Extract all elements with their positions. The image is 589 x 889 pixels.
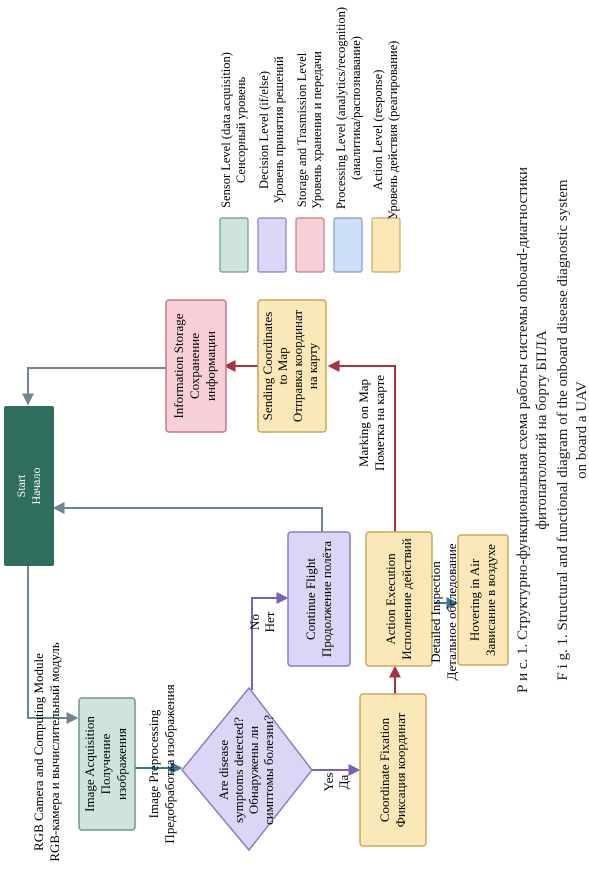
sending-line-2: Отправка координат — [290, 310, 305, 423]
decision-line-2: Обнаружены ли — [246, 726, 261, 814]
arrow-start-to-acquisition — [27, 566, 79, 724]
legend-swatch-storage — [295, 217, 325, 273]
coord-line-0: Coordinate Fixation — [377, 717, 392, 822]
caption-english: F i g. 1. Structural and functional diag… — [555, 179, 589, 680]
no-line-0: No — [247, 614, 262, 630]
legend-processing-line-1: (аналитика/распознавание) — [349, 36, 363, 180]
image-preprocessing-label: Image Preprocessing Предобработка изобра… — [146, 684, 177, 843]
legend-storage-line-0: Storage and Trasmission Level — [295, 52, 309, 207]
hovering-node: Hovering in Air Зависание в воздухе — [457, 534, 509, 666]
legend-processing-line-0: Processing Level (analytics/recognition) — [334, 7, 348, 209]
hover-line-1: Зависание в воздухе — [483, 544, 498, 656]
sending-coordinates-node: Sending Coordinates to Map Отправка коор… — [257, 299, 327, 433]
rgb-line-0: RGB Camera and Computing Module — [31, 653, 46, 851]
yes-label: Yes Да — [321, 773, 351, 792]
yes-line-1: Да — [336, 774, 351, 789]
arrow-continue-to-start — [52, 502, 323, 532]
continue-line-0: Continue Flight — [303, 558, 318, 640]
arrow-action-to-sending — [327, 360, 396, 532]
legend: Sensor Level (data acquisition) Сенсорны… — [219, 7, 401, 273]
acq-line-1: Получение — [98, 733, 113, 794]
arrow-decision-to-continue — [251, 592, 289, 690]
detailed-inspection-label: Detailed Inspection Детальное обследован… — [428, 543, 459, 680]
connectors — [22, 360, 459, 776]
legend-action-line-1: Уровень действия (реагирование) — [386, 41, 400, 220]
start-node: Start Начало — [4, 406, 54, 566]
sending-line-3: на карту — [305, 342, 320, 389]
arrow-storage-to-start — [22, 367, 166, 406]
legend-sensor-line-1: Сенсорный уровень — [234, 77, 248, 183]
legend-item-sensor: Sensor Level (data acquisition) Сенсорны… — [219, 52, 249, 273]
image-acquisition-node: Image Acquisition Получение изображения — [78, 697, 136, 831]
legend-item-decision: Decision Level (if/else) Уровень приняти… — [257, 56, 287, 273]
legend-sensor-line-0: Sensor Level (data acquisition) — [219, 52, 233, 208]
hover-line-0: Hovering in Air — [467, 558, 482, 641]
legend-swatch-processing — [333, 217, 363, 273]
caption-russian: Р и с. 1. Структурно-функциональная схем… — [515, 167, 550, 693]
continue-line-1: Продолжение полёта — [319, 541, 334, 657]
inspect-line-1: Детальное обследование — [444, 543, 459, 680]
decision-line-0: Are disease — [216, 740, 231, 801]
coordinate-fixation-node: Coordinate Fixation Фиксация координат — [359, 693, 427, 847]
rgb-module-label: RGB Camera and Computing Module RGB-каме… — [31, 642, 62, 861]
legend-item-processing: Processing Level (analytics/recognition)… — [333, 7, 363, 273]
caption-ru-line-0: Р и с. 1. Структурно-функциональная схем… — [515, 167, 531, 693]
legend-action-line-0: Action Level (response) — [371, 70, 385, 191]
legend-swatch-decision — [257, 217, 287, 273]
legend-item-storage: Storage and Trasmission Level Уровень хр… — [295, 51, 325, 273]
marking-on-map-label: Marking on Map Пометка на карте — [356, 375, 387, 471]
action-line-0: Action Execution — [383, 553, 398, 645]
storage-line-0: Information Storage — [171, 313, 186, 418]
legend-storage-line-1: Уровень хранения и передачи — [310, 51, 324, 209]
caption-en-line-0: F i g. 1. Structural and functional diag… — [555, 179, 571, 680]
marking-line-0: Marking on Map — [356, 379, 371, 467]
legend-decision-line-0: Decision Level (if/else) — [257, 71, 271, 189]
action-line-1: Исполнение действий — [399, 538, 414, 659]
yes-line-0: Yes — [321, 773, 336, 792]
acq-line-2: изображения — [114, 728, 129, 800]
inspect-line-0: Detailed Inspection — [428, 561, 443, 663]
legend-swatch-sensor — [219, 217, 249, 273]
decision-node: Are disease symptoms detected? Обнаружен… — [181, 686, 313, 852]
information-storage-node: Information Storage Сохранение информаци… — [165, 299, 227, 433]
sending-line-0: Sending Coordinates — [260, 312, 275, 421]
prep-line-1: Предобработка изображения — [162, 684, 177, 843]
storage-line-1: Сохранение — [187, 333, 202, 399]
acq-line-0: Image Acquisition — [82, 716, 97, 812]
decision-line-3: симптомы болезни? — [261, 715, 276, 825]
start-line-0: Start — [14, 474, 28, 497]
legend-swatch-action — [371, 217, 401, 273]
start-line-1: Начало — [29, 468, 43, 505]
no-label: No Нет — [247, 611, 277, 632]
coord-line-1: Фиксация координат — [393, 712, 408, 827]
continue-flight-node: Continue Flight Продолжение полёта — [287, 531, 351, 667]
caption-en-line-1: on board a UAV — [574, 381, 589, 479]
caption-ru-line-1: фитопатологий на борту БПЛА — [534, 330, 550, 530]
storage-line-2: информации — [203, 331, 218, 401]
sending-line-1: to Map — [275, 347, 290, 384]
prep-line-0: Image Preprocessing — [146, 709, 161, 818]
no-line-1: Нет — [262, 611, 277, 632]
rgb-line-1: RGB-камера и вычислительный модуль — [47, 642, 62, 861]
marking-line-1: Пометка на карте — [372, 375, 387, 471]
action-execution-node: Action Execution Исполнение действий — [365, 531, 433, 667]
legend-decision-line-1: Уровень принятия решений — [272, 56, 286, 204]
legend-item-action: Action Level (response) Уровень действия… — [371, 41, 401, 273]
decision-line-1: symptoms detected? — [231, 717, 246, 823]
